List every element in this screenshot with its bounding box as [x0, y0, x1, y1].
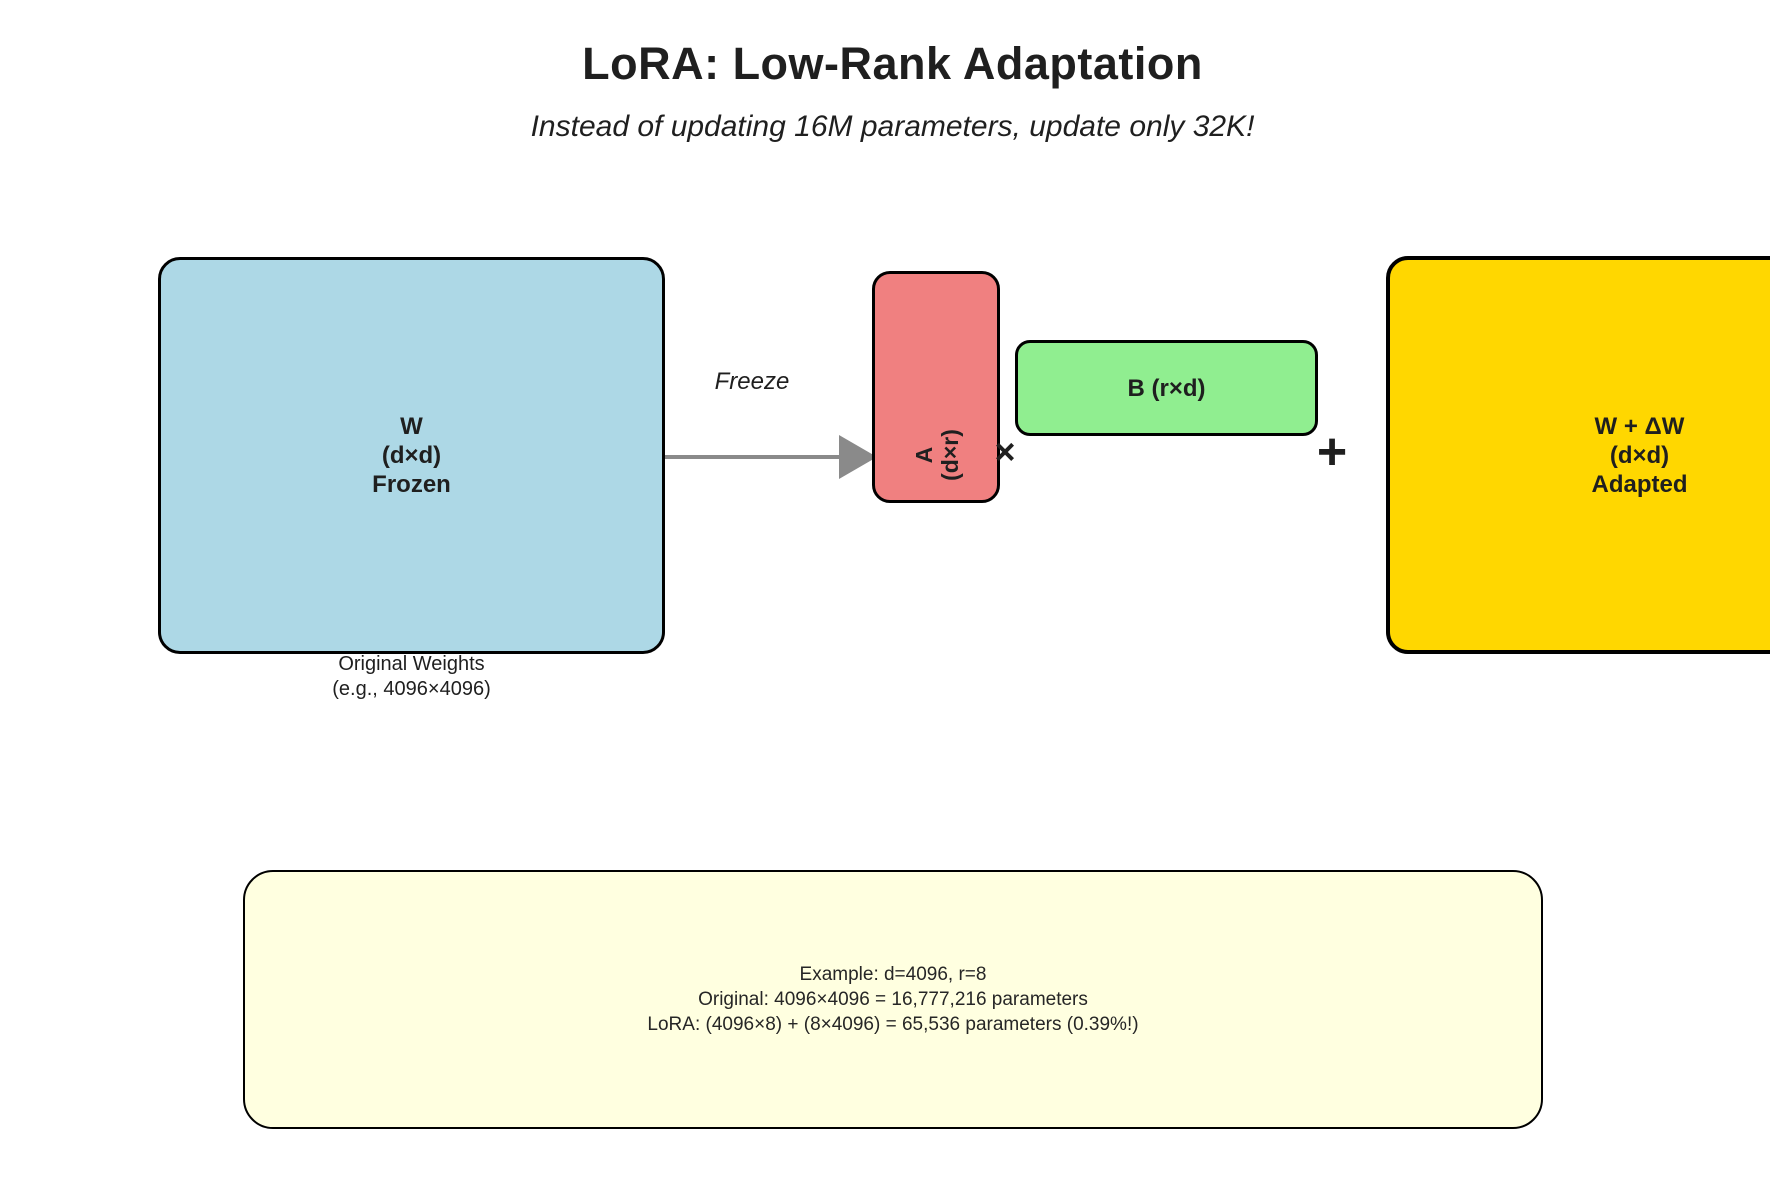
lora-b-box: B (r×d): [1015, 340, 1318, 436]
example-box: Example: d=4096, r=8 Original: 4096×4096…: [243, 870, 1543, 1129]
example-line-original: Original: 4096×4096 = 16,777,216 paramet…: [698, 989, 1088, 1010]
freeze-label: Freeze: [714, 368, 790, 395]
diagram-title: LoRA: Low-Rank Adaptation: [582, 38, 1203, 89]
adapted-weights-dims: (d×d): [1609, 441, 1670, 469]
lora-a-box: [872, 271, 1000, 503]
original-weights-caption-line1: Original Weights: [338, 653, 485, 675]
frozen-weights-dims: (d×d): [381, 442, 442, 469]
example-line-setup: Example: d=4096, r=8: [799, 964, 987, 985]
lora-b-label: B (r×d): [1127, 374, 1206, 402]
multiply-symbol: ×: [994, 431, 1016, 472]
original-weights-caption: Original Weights (e.g., 4096×4096): [158, 652, 665, 702]
example-line-lora: LoRA: (4096×8) + (8×4096) = 65,536 param…: [647, 1014, 1139, 1035]
frozen-weights-box: W (d×d) Frozen: [158, 257, 665, 654]
frozen-weights-state: Frozen: [372, 471, 451, 498]
adapted-weights-box: W + ΔW (d×d) Adapted: [1386, 256, 1770, 654]
original-weights-caption-line2: (e.g., 4096×4096): [332, 678, 491, 700]
adapted-weights-state: Adapted: [1591, 470, 1688, 498]
plus-symbol: +: [1316, 423, 1348, 481]
adapted-weights-formula: W + ΔW: [1594, 412, 1685, 440]
freeze-arrowhead-icon: [839, 435, 877, 479]
frozen-weights-symbol: W: [400, 413, 423, 440]
diagram-subtitle: Instead of updating 16M parameters, upda…: [530, 110, 1255, 143]
freeze-arrow-line: [665, 455, 840, 459]
